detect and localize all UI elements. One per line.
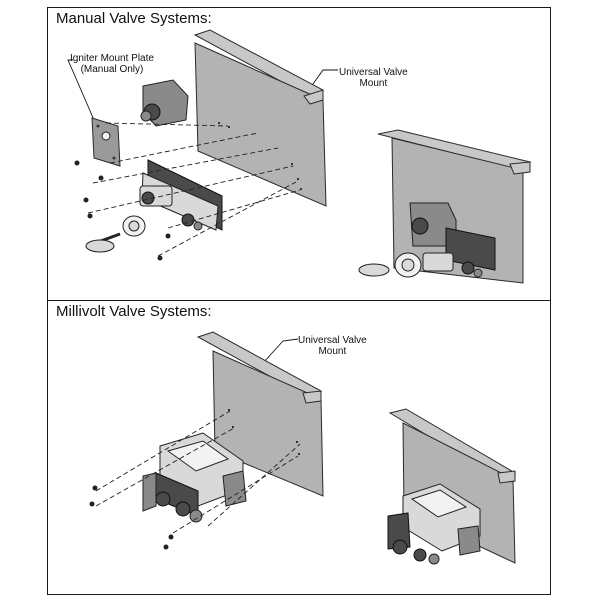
- universal-valve-mount-callout-top-line2: Mount: [359, 78, 388, 89]
- alignment-lines-bottom: [95, 410, 301, 534]
- millivolt-valve-assembly: [142, 432, 247, 523]
- manual-exploded-diagram: [67, 29, 532, 284]
- millivolt-exploded-diagram: [89, 331, 517, 565]
- universal-valve-mount-exploded: [193, 29, 327, 207]
- universal-valve-mount-callout-bottom-line2: Mount: [318, 346, 347, 357]
- valve-body: [85, 185, 203, 253]
- millivolt-assembled-view: [387, 408, 517, 565]
- manual-valve-title: Manual Valve Systems:: [56, 10, 212, 27]
- universal-valve-mount-callout-top-line1: Universal Valve: [339, 67, 408, 78]
- alignment-lines-top: [87, 122, 301, 257]
- manual-assembled-view: [358, 129, 532, 284]
- manual-valve-panel: Manual Valve Systems: Igniter Mount Plat…: [47, 7, 551, 301]
- millivolt-valve-panel: Millivolt Valve Systems: Universal Valve…: [47, 300, 551, 595]
- igniter-callout-leader: [67, 59, 95, 121]
- valve-mount-callout-leader-bottom: [262, 338, 299, 364]
- screws-top: [74, 160, 171, 261]
- igniter-mount-plate-callout-line2: (Manual Only): [80, 64, 144, 75]
- universal-valve-mount-callout-top: Universal Valve Mount: [339, 67, 408, 89]
- millivolt-valve-title: Millivolt Valve Systems:: [56, 303, 212, 320]
- igniter-mount-plate: [91, 117, 121, 167]
- igniter-mount-plate-callout-line1: Igniter Mount Plate: [70, 53, 154, 64]
- universal-valve-mount-callout-bottom: Universal Valve Mount: [298, 335, 367, 357]
- igniter-assembly: [140, 79, 189, 127]
- screws-bottom: [89, 485, 174, 550]
- igniter-mount-plate-callout: Igniter Mount Plate (Manual Only): [70, 53, 154, 75]
- universal-valve-mount-callout-bottom-line1: Universal Valve: [298, 335, 367, 346]
